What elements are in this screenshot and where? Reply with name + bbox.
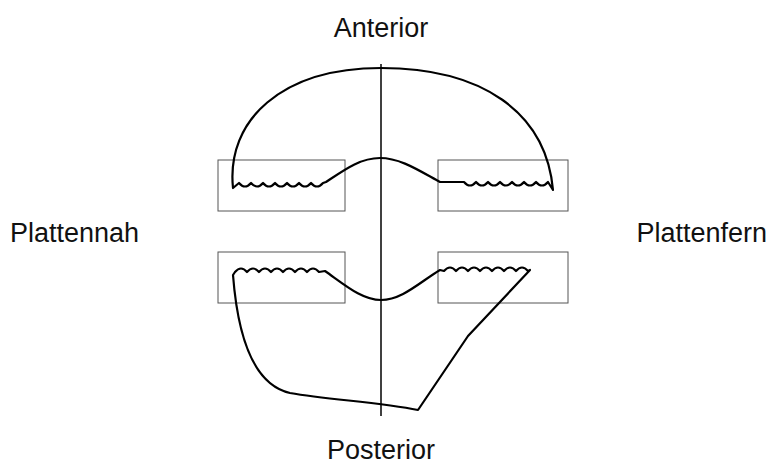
plate-zone bbox=[438, 252, 568, 303]
plate-zone bbox=[218, 252, 345, 303]
orientation-label: Posterior bbox=[327, 434, 435, 466]
orientation-label: Plattennah bbox=[10, 217, 139, 249]
orientation-label: Plattenfern bbox=[636, 217, 767, 249]
orientation-label: Anterior bbox=[334, 12, 429, 44]
posterior-fragment bbox=[233, 268, 530, 411]
midline bbox=[380, 64, 382, 416]
anterior-fragment bbox=[232, 68, 553, 190]
